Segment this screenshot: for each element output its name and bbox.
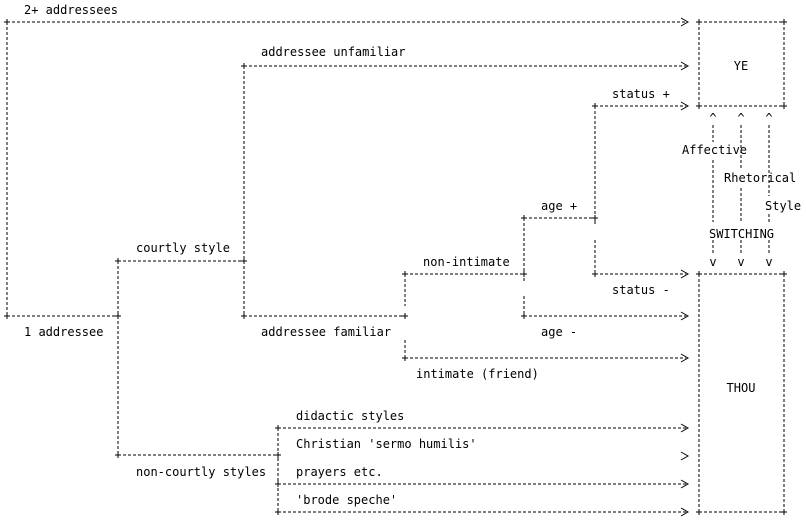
caret-down-1: v — [709, 255, 716, 269]
label-non-courtly-styles: non-courtly styles — [136, 465, 266, 479]
arrowhead-age-minus — [680, 311, 690, 321]
connector-lines — [6, 21, 785, 513]
caret-up-1: ^ — [709, 111, 716, 125]
arrowheads — [680, 17, 690, 517]
pronoun-ye: YE — [734, 59, 748, 73]
label-didactic: didactic styles — [296, 409, 404, 423]
label-brode: 'brode speche' — [296, 493, 397, 507]
label-age-minus: age - — [541, 325, 577, 339]
arrowhead-brode — [680, 507, 690, 517]
label-rhetorical: Rhetorical — [724, 171, 796, 185]
label-switching: SWITCHING — [709, 227, 774, 241]
arrowhead-2plus — [680, 17, 690, 27]
diagram-labels: 2+ addressees 1 addressee addressee unfa… — [24, 3, 801, 507]
arrowhead-unfamiliar — [680, 61, 690, 71]
label-status-minus: status - — [612, 283, 670, 297]
label-prayers: prayers etc. — [296, 465, 383, 479]
arrowhead-status-minus — [680, 269, 690, 279]
label-intimate: intimate (friend) — [416, 367, 539, 381]
label-style: Style — [765, 199, 801, 213]
label-two-addressees: 2+ addressees — [24, 3, 118, 17]
arrowhead-didactic — [680, 423, 690, 433]
arrowhead-status-plus — [680, 101, 690, 111]
caret-up-3: ^ — [765, 111, 772, 125]
arrowhead-intimate — [680, 353, 690, 363]
arrowhead-sermo — [680, 451, 690, 461]
arrowhead-prayers — [680, 479, 690, 489]
caret-up-2: ^ — [737, 111, 744, 125]
label-courtly-style: courtly style — [136, 241, 230, 255]
label-age-plus: age + — [541, 199, 577, 213]
caret-down-2: v — [737, 255, 744, 269]
label-addressee-unfamiliar: addressee unfamiliar — [261, 45, 406, 59]
label-status-plus: status + — [612, 87, 670, 101]
caret-down-3: v — [765, 255, 772, 269]
pronoun-thou: THOU — [727, 381, 756, 395]
label-addressee-familiar: addressee familiar — [261, 325, 391, 339]
label-affective: Affective — [682, 143, 747, 157]
label-sermo: Christian 'sermo humilis' — [296, 437, 477, 451]
junction-markers — [4, 19, 787, 515]
label-one-addressee: 1 addressee — [24, 325, 103, 339]
label-non-intimate: non-intimate — [423, 255, 510, 269]
